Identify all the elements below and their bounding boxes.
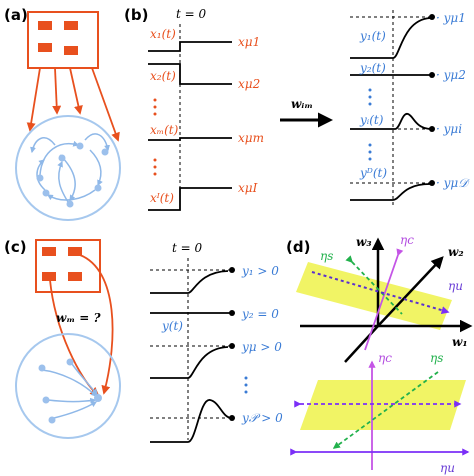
panel-c-output-signals [150,267,235,443]
panel-d-label: (d) [286,238,310,256]
panel-a-input-arrows [26,67,120,142]
panel-a-network [15,115,121,221]
panel-b-output-2: y₂(t) [359,61,386,75]
panel-b-output-dots [368,88,372,161]
panel-d-bottom-plot [290,360,470,470]
panel-c-signal-label: y(t) [161,319,183,333]
panel-b-level-1: xμ1 [238,35,260,49]
panel-b-input-m: xₘ(t) [150,123,179,137]
panel-b-outlevel-D: · yμ𝒟 [436,176,470,190]
panel-c-label: (c) [4,238,27,256]
panel-d-top-eta-u: ηu [448,279,463,293]
panel-d-bottom-eta-s: ηs [430,351,443,365]
panel-b-time-label: t = 0 [176,7,207,21]
panel-c-weight-question: wₘ = ? [56,311,101,325]
panel-b-output-1: y₁(t) [359,29,386,43]
panel-b-input-steps [148,41,232,211]
panel-d-axis-w2: w₂ [448,245,464,259]
panel-b-input-2: x₂(t) [150,69,176,83]
panel-c-output-1: y₁ > 0 [241,264,279,278]
panel-b-level-I: xμI [238,181,258,195]
panel-b-outlevel-1: · yμ1 [436,11,466,25]
panel-b-label: (b) [124,6,148,24]
panel-c-output-dots [244,376,248,394]
panel-d-axis-w3: w₃ [356,235,372,249]
panel-b-level-m: xμm [238,131,264,145]
panel-d-bottom-eta-c: ηc [378,351,392,365]
panel-d-top-eta-c: ηc [400,233,414,247]
panel-b-input-1: x₁(t) [150,27,176,41]
panel-b-output-signals [350,14,435,201]
panel-d-bottom-eta-u: ηu [440,461,455,475]
panel-a-label: (a) [4,6,28,24]
panel-b-output-i: yᵢ(t) [359,113,384,127]
panel-d-top-eta-s: ηs [320,249,333,263]
panel-b-input-I: xᴵ(t) [150,191,174,205]
panel-a-input-box [27,11,99,69]
panel-d-axis-w1: w₁ [452,335,468,349]
panel-b-dots [153,98,157,176]
panel-b-outlevel-2: · yμ2 [436,68,466,82]
panel-d-top-plot [296,237,473,363]
panel-b-outlevel-i: · yμi [436,122,462,136]
panel-c-time-label: t = 0 [172,241,203,255]
panel-c-network [15,333,121,439]
panel-c-output-P: y𝒫 > 0 [241,411,283,425]
panel-b-level-2: xμ2 [238,77,260,91]
panel-b-output-D: yᴰ(t) [359,166,387,180]
panel-c-output-mu: yμ > 0 [241,340,282,354]
panel-c-input-box [35,239,101,293]
panel-c-output-2: y₂ = 0 [241,307,279,321]
panel-b-arrow-label: wᵢₘ [291,97,313,111]
